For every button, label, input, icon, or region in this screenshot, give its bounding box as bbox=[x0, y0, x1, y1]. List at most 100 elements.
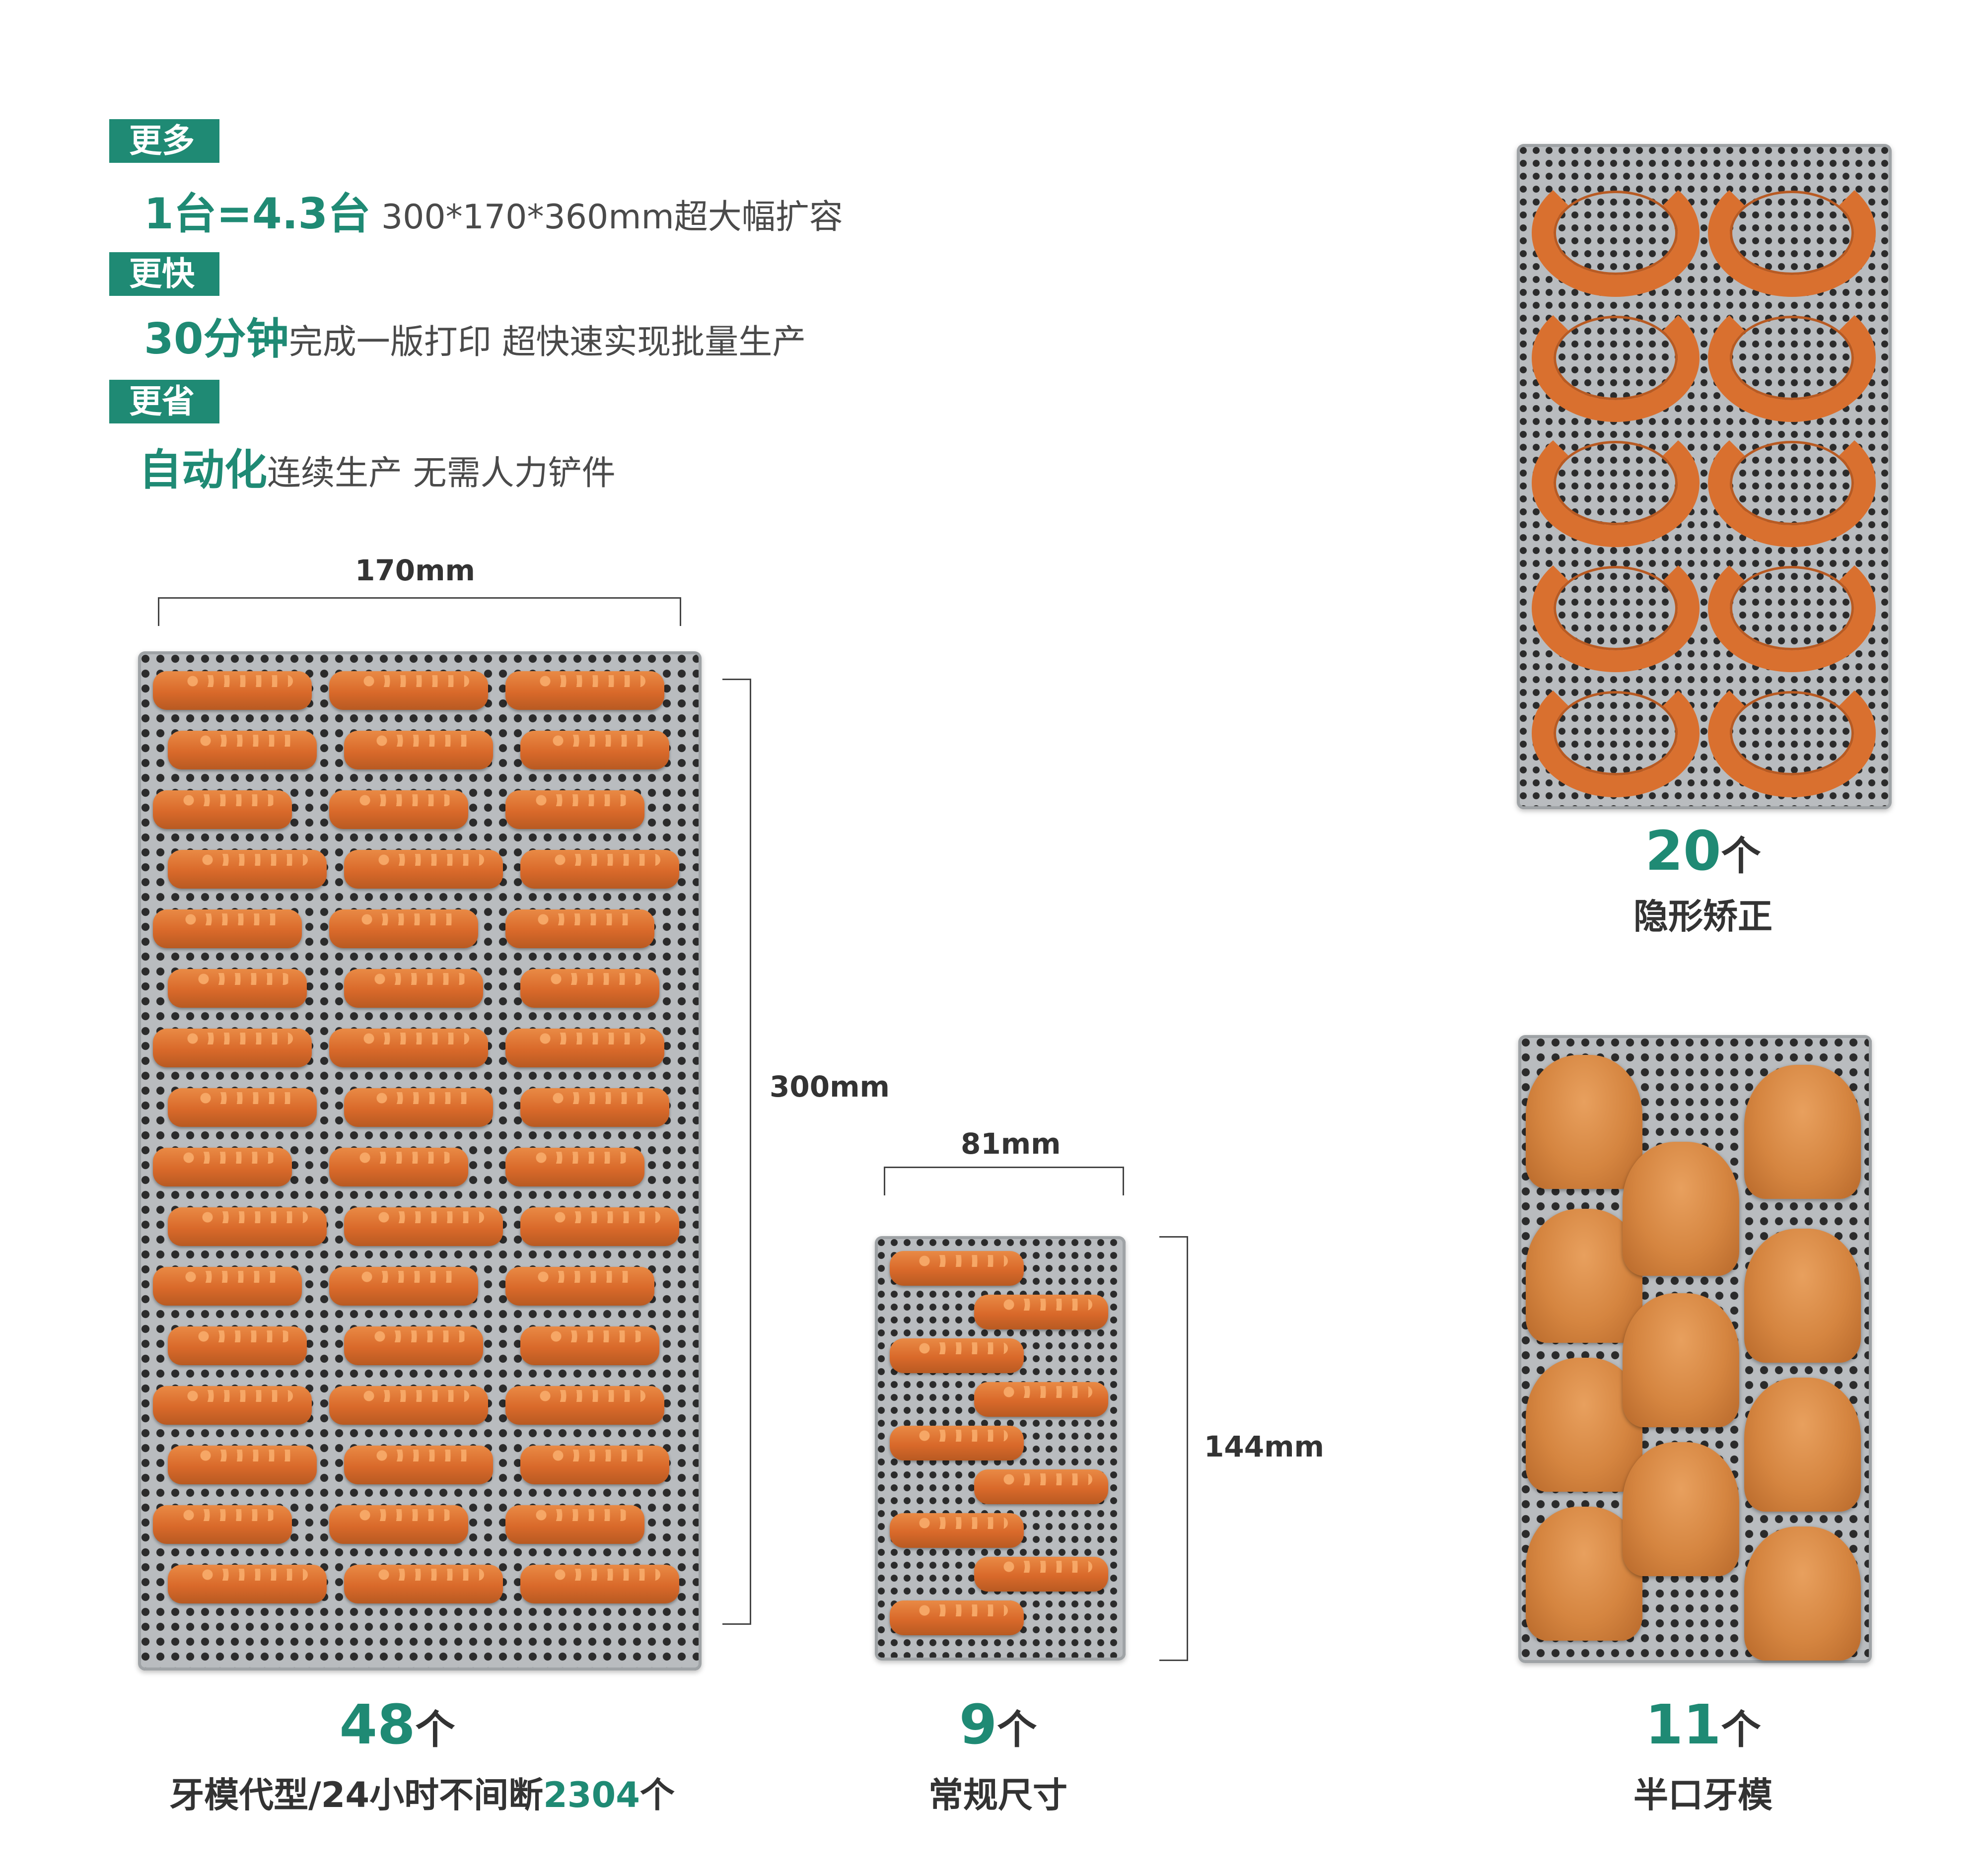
die-model bbox=[890, 1251, 1024, 1286]
die-model bbox=[344, 1207, 503, 1246]
small-tray-width-label: 81mm bbox=[961, 1127, 1061, 1161]
half-arch-model bbox=[1526, 1055, 1642, 1189]
aligner-tray-count: 20个 bbox=[1604, 819, 1802, 883]
feature-line-faster: 30分钟完成一版打印 超快速实现批量生产 bbox=[144, 304, 806, 366]
feature-tag-more: 更多 bbox=[109, 119, 219, 163]
die-model bbox=[520, 969, 659, 1008]
small-tray-count: 9个 bbox=[894, 1693, 1102, 1756]
feature-text: 连续生产 无需人力铲件 bbox=[267, 454, 616, 493]
die-model bbox=[168, 1565, 327, 1603]
die-model bbox=[153, 671, 312, 710]
feature-highlight: 自动化 bbox=[139, 445, 267, 495]
aligner-arch bbox=[1532, 544, 1700, 672]
die-model bbox=[505, 1386, 664, 1425]
count-number: 11 bbox=[1645, 1693, 1721, 1756]
aligner-arch bbox=[1532, 294, 1700, 422]
die-model bbox=[505, 671, 664, 710]
die-model bbox=[153, 909, 302, 948]
die-model bbox=[344, 1565, 503, 1603]
half-arch-model bbox=[1744, 1065, 1861, 1199]
aligner-arch bbox=[1708, 669, 1876, 797]
die-model bbox=[520, 850, 679, 889]
count-number: 9 bbox=[959, 1693, 997, 1756]
small-tray-height-bracket bbox=[1159, 1236, 1188, 1661]
small-tray-height-label: 144mm bbox=[1204, 1430, 1324, 1463]
die-model bbox=[329, 790, 468, 829]
die-model bbox=[153, 1505, 292, 1544]
die-model bbox=[329, 909, 478, 948]
feature-text: 300*170*360mm超大幅扩容 bbox=[370, 198, 843, 237]
die-model bbox=[153, 1148, 292, 1186]
die-model bbox=[890, 1426, 1024, 1460]
die-model bbox=[168, 1446, 317, 1484]
die-model bbox=[168, 731, 317, 769]
die-model bbox=[329, 1386, 488, 1425]
small-build-plate bbox=[875, 1236, 1126, 1661]
half-arch-model bbox=[1623, 1293, 1739, 1427]
die-model bbox=[505, 909, 654, 948]
die-model bbox=[344, 731, 493, 769]
large-build-plate bbox=[138, 651, 702, 1670]
die-model bbox=[890, 1338, 1024, 1373]
die-model bbox=[153, 1029, 312, 1067]
small-tray-caption: 常规尺寸 bbox=[928, 1775, 1067, 1815]
die-model bbox=[974, 1295, 1108, 1329]
count-unit: 个 bbox=[997, 1707, 1037, 1753]
count-unit: 个 bbox=[415, 1707, 455, 1753]
die-model bbox=[168, 1088, 317, 1127]
half-arch-model bbox=[1623, 1442, 1739, 1576]
die-model bbox=[344, 1088, 493, 1127]
die-model bbox=[505, 1029, 664, 1067]
die-model bbox=[890, 1600, 1024, 1635]
die-model bbox=[890, 1513, 1024, 1548]
die-model bbox=[168, 1207, 327, 1246]
feature-tag-faster: 更快 bbox=[109, 252, 219, 296]
die-model bbox=[329, 671, 488, 710]
die-model bbox=[329, 1505, 468, 1544]
large-tray-count: 48个 bbox=[298, 1693, 496, 1756]
half-tray-caption: 半口牙模 bbox=[1633, 1775, 1773, 1815]
die-model bbox=[344, 850, 503, 889]
large-tray-height-label: 300mm bbox=[770, 1070, 890, 1104]
half-arch-model bbox=[1744, 1378, 1861, 1512]
half-arch-build-plate bbox=[1518, 1035, 1872, 1663]
aligner-build-plate bbox=[1517, 144, 1892, 809]
die-model bbox=[505, 1505, 644, 1544]
die-model bbox=[520, 1207, 679, 1246]
half-arch-model bbox=[1623, 1142, 1739, 1276]
die-model bbox=[344, 1326, 483, 1365]
die-model bbox=[168, 850, 327, 889]
half-arch-model bbox=[1744, 1229, 1861, 1363]
feature-line-save: 自动化连续生产 无需人力铲件 bbox=[139, 435, 616, 497]
die-model bbox=[329, 1267, 478, 1306]
caption-prefix: 牙模代型/24小时不间断 bbox=[169, 1775, 544, 1815]
feature-tag-save: 更省 bbox=[109, 380, 219, 423]
die-model bbox=[974, 1382, 1108, 1417]
large-tray-width-bracket bbox=[158, 597, 681, 626]
die-model bbox=[344, 969, 483, 1008]
feature-line-more: 1台=4.3台 300*170*360mm超大幅扩容 bbox=[144, 179, 843, 241]
aligner-arch bbox=[1532, 169, 1700, 297]
die-model bbox=[505, 790, 644, 829]
half-tray-count: 11个 bbox=[1604, 1693, 1802, 1756]
large-tray-caption: 牙模代型/24小时不间断2304个 bbox=[99, 1767, 745, 1817]
small-tray-width-bracket bbox=[884, 1167, 1124, 1195]
die-model bbox=[520, 1446, 669, 1484]
die-model bbox=[153, 1386, 312, 1425]
count-unit: 个 bbox=[1721, 833, 1761, 879]
half-arch-model bbox=[1744, 1527, 1861, 1661]
caption-suffix: 个 bbox=[639, 1775, 675, 1815]
die-model bbox=[168, 1326, 307, 1365]
die-model bbox=[505, 1267, 654, 1306]
count-number: 20 bbox=[1645, 819, 1721, 883]
aligner-tray-caption: 隐形矫正 bbox=[1633, 896, 1773, 937]
die-model bbox=[329, 1029, 488, 1067]
die-model bbox=[520, 1326, 659, 1365]
large-tray-width-label: 170mm bbox=[355, 554, 475, 587]
count-unit: 个 bbox=[1721, 1707, 1761, 1753]
feature-highlight: 1台=4.3台 bbox=[144, 189, 371, 239]
aligner-arch bbox=[1708, 294, 1876, 422]
aligner-arch bbox=[1708, 544, 1876, 672]
aligner-arch bbox=[1708, 169, 1876, 297]
die-model bbox=[329, 1148, 468, 1186]
